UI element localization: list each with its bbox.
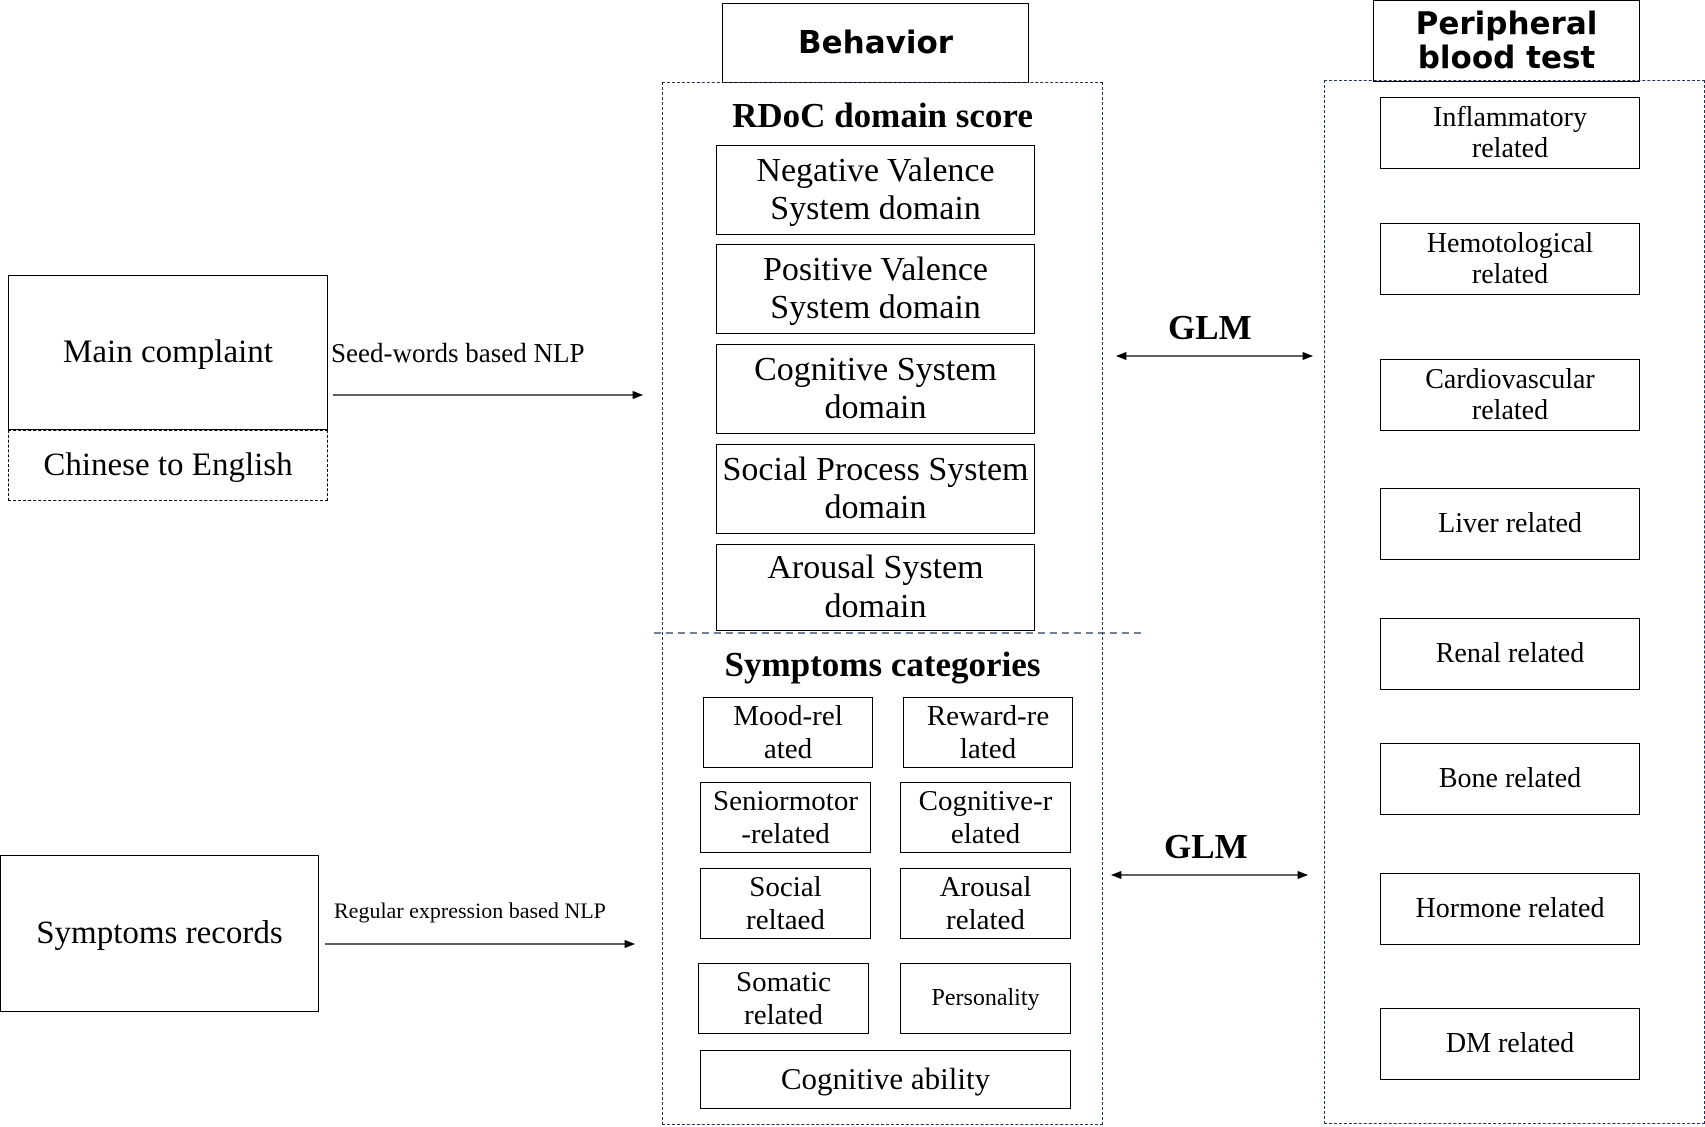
blood-item-hormone: Hormone related <box>1380 873 1640 945</box>
rdoc-domain-label: Arousal System domain <box>767 549 984 625</box>
symptom-label: Social reltaed <box>746 871 825 936</box>
symptom-label: Personality <box>931 985 1040 1012</box>
seed-nlp-label: Seed-words based NLP <box>331 338 585 368</box>
symptom-reward-related: Reward-related <box>903 697 1073 768</box>
blood-item-inflammatory: Inflammatory related <box>1380 97 1640 169</box>
rdoc-domain-negative-valence: Negative Valence System domain <box>716 145 1035 235</box>
blood-item-hemotological: Hemotological related <box>1380 223 1640 295</box>
symptoms-categories-title: Symptoms categories <box>724 645 1041 684</box>
behavior-header: Behavior <box>722 3 1029 83</box>
symptom-seniormotor-related: Seniormotor-related <box>700 782 871 853</box>
blood-item-label: Hormone related <box>1415 893 1605 925</box>
main-complaint-label: Main complaint <box>63 334 273 371</box>
symptom-label: Somatic related <box>735 966 832 1031</box>
behavior-title: Behavior <box>797 24 954 61</box>
blood-item-cardiovascular: Cardiovascular related <box>1380 359 1640 431</box>
blood-item-label: Bone related <box>1438 763 1582 795</box>
rdoc-domain-label: Cognitive System domain <box>754 350 997 426</box>
blood-item-label: Liver related <box>1438 508 1582 540</box>
blood-item-label: Inflammatory related <box>1433 101 1587 164</box>
blood-item-label: Renal related <box>1435 638 1585 670</box>
rdoc-domain-arousal: Arousal System domain <box>716 544 1035 631</box>
symptom-cognitive-ability: Cognitive ability <box>700 1050 1071 1109</box>
regex-nlp-label: Regular expression based NLP <box>334 898 606 923</box>
rdoc-domain-label: Social Process System domain <box>722 450 1029 526</box>
blood-item-renal: Renal related <box>1380 618 1640 690</box>
symptoms-records-label: Symptoms records <box>36 915 283 952</box>
symptom-personality: Personality <box>900 963 1071 1034</box>
symptom-label: Reward-related <box>926 700 1050 765</box>
blood-item-label: DM related <box>1445 1028 1575 1060</box>
blood-item-dm: DM related <box>1380 1008 1640 1080</box>
rdoc-title: RDoC domain score <box>732 96 1033 135</box>
rdoc-domain-label: Positive Valence System domain <box>762 250 989 326</box>
rdoc-domain-social-process: Social Process System domain <box>716 444 1035 534</box>
glm-top-label: GLM <box>1168 308 1252 347</box>
blood-item-bone: Bone related <box>1380 743 1640 815</box>
symptoms-records-box: Symptoms records <box>0 855 319 1012</box>
blood-item-label: Cardiovascular related <box>1425 363 1595 426</box>
symptom-social-related: Social reltaed <box>700 868 871 939</box>
blood-item-label: Hemotological related <box>1426 227 1594 290</box>
symptom-label: Arousal related <box>939 871 1032 936</box>
rdoc-domain-cognitive: Cognitive System domain <box>716 344 1035 434</box>
chinese-to-english-box: Chinese to English <box>8 430 328 501</box>
symptom-label: Seniormotor-related <box>713 785 858 850</box>
symptom-arousal-related: Arousal related <box>900 868 1071 939</box>
blood-test-header: Peripheral blood test <box>1373 0 1640 82</box>
rdoc-domain-positive-valence: Positive Valence System domain <box>716 244 1035 334</box>
symptom-mood-related: Mood-related <box>703 697 873 768</box>
symptom-cognitive-related: Cognitive-related <box>900 782 1071 853</box>
chinese-to-english-label: Chinese to English <box>43 447 293 483</box>
symptom-somatic-related: Somatic related <box>698 963 869 1034</box>
rdoc-domain-label: Negative Valence System domain <box>756 151 995 227</box>
glm-bottom-label: GLM <box>1164 827 1248 866</box>
symptom-label: Cognitive-related <box>918 785 1053 850</box>
behavior-panel <box>662 82 1103 1125</box>
blood-test-title: Peripheral blood test <box>1415 5 1598 76</box>
symptom-label: Cognitive ability <box>780 1061 991 1097</box>
symptom-label: Mood-related <box>733 700 843 765</box>
blood-item-liver: Liver related <box>1380 488 1640 560</box>
main-complaint-box: Main complaint <box>8 275 328 430</box>
